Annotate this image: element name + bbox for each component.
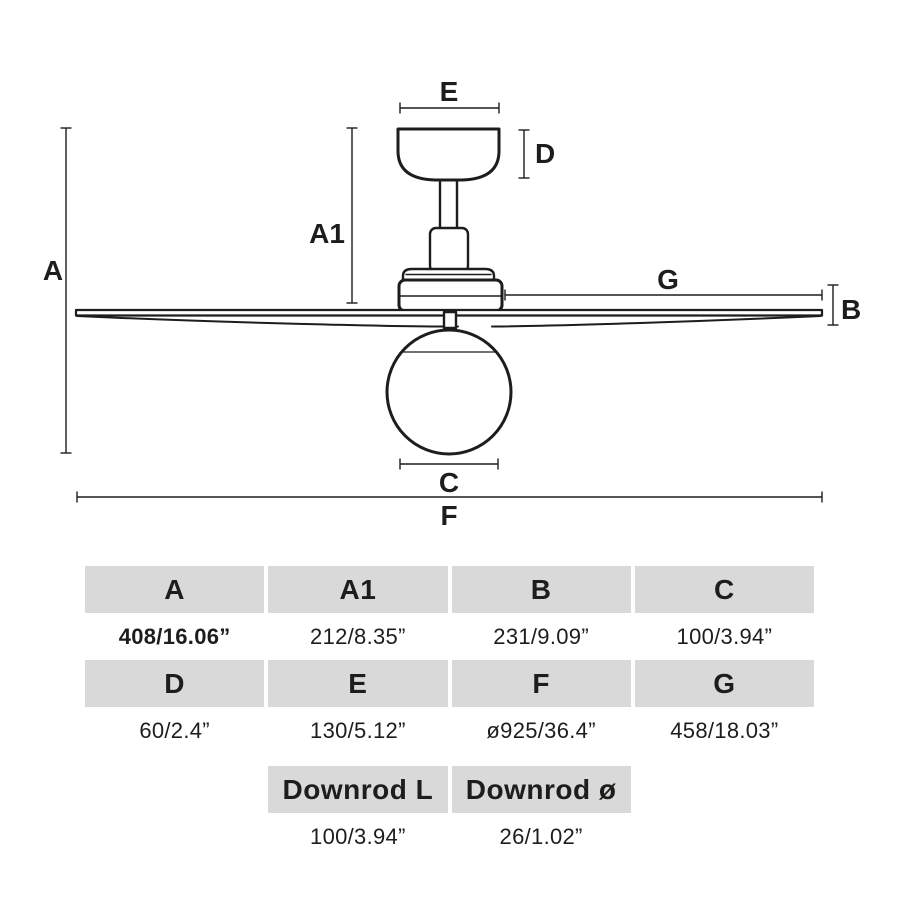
table-group-downrod: Downrod L Downrod ø 100/3.94” 26/1.02”: [85, 766, 814, 860]
table-header-cell: C: [634, 566, 814, 613]
downrod: [438, 176, 459, 234]
dim-line-b: B: [827, 284, 861, 326]
fan-diagram-svg: A A1 E D G: [43, 76, 861, 531]
dim-label-f: F: [440, 500, 457, 531]
dimensions-table: A A1 B C 408/16.06” 212/8.35” 231/9.09” …: [85, 566, 814, 860]
table-header-cell: A: [85, 566, 265, 613]
table-value-cell: 100/3.94”: [268, 813, 448, 860]
dim-line-a1: A1: [309, 127, 358, 304]
table-value-cell: 212/8.35”: [268, 613, 448, 660]
light-hub-stub: [442, 310, 458, 330]
table-value-cell: 408/16.06”: [85, 613, 265, 660]
motor-coupling: [428, 226, 470, 274]
table-value-cell: 231/9.09”: [451, 613, 631, 660]
table-value-cell: 26/1.02”: [451, 813, 631, 860]
fan-dimension-diagram: A A1 E D G: [43, 76, 861, 531]
dim-label-a: A: [43, 255, 63, 286]
table-header-cell: B: [451, 566, 631, 613]
canopy: [396, 127, 501, 182]
dim-line-a: A: [43, 127, 72, 454]
table-group-1: A A1 B C 408/16.06” 212/8.35” 231/9.09” …: [85, 566, 814, 660]
table-header-cell: A1: [268, 566, 448, 613]
dim-line-c: C: [399, 458, 499, 498]
dim-line-d: D: [518, 129, 555, 179]
table-value-cell: 60/2.4”: [85, 707, 265, 754]
dim-label-a1: A1: [309, 218, 345, 249]
light-globe: [385, 328, 513, 456]
table-header-cell: Downrod ø: [451, 766, 631, 813]
table-header-cell: Downrod L: [268, 766, 448, 813]
dim-label-b: B: [841, 294, 861, 325]
dim-label-g: G: [657, 264, 679, 295]
dim-line-e: E: [399, 76, 500, 114]
dim-label-e: E: [440, 76, 459, 107]
dim-line-f: F: [76, 491, 823, 531]
blade-underside-right: [491, 315, 822, 328]
blade-underside-left: [76, 315, 459, 328]
table-header-cell: G: [634, 660, 814, 707]
table-value-cell: 130/5.12”: [268, 707, 448, 754]
table-header-cell: D: [85, 660, 265, 707]
table-group-2: D E F G 60/2.4” 130/5.12” ø925/36.4” 458…: [85, 660, 814, 754]
dim-line-g: G: [504, 264, 823, 301]
ceiling-fan-drawing: [74, 127, 824, 456]
table-header-cell: F: [451, 660, 631, 707]
dim-label-c: C: [439, 467, 459, 498]
table-header-cell: E: [268, 660, 448, 707]
table-value-cell: ø925/36.4”: [451, 707, 631, 754]
table-value-cell: 100/3.94”: [634, 613, 814, 660]
dim-label-d: D: [535, 138, 555, 169]
table-value-cell: 458/18.03”: [634, 707, 814, 754]
